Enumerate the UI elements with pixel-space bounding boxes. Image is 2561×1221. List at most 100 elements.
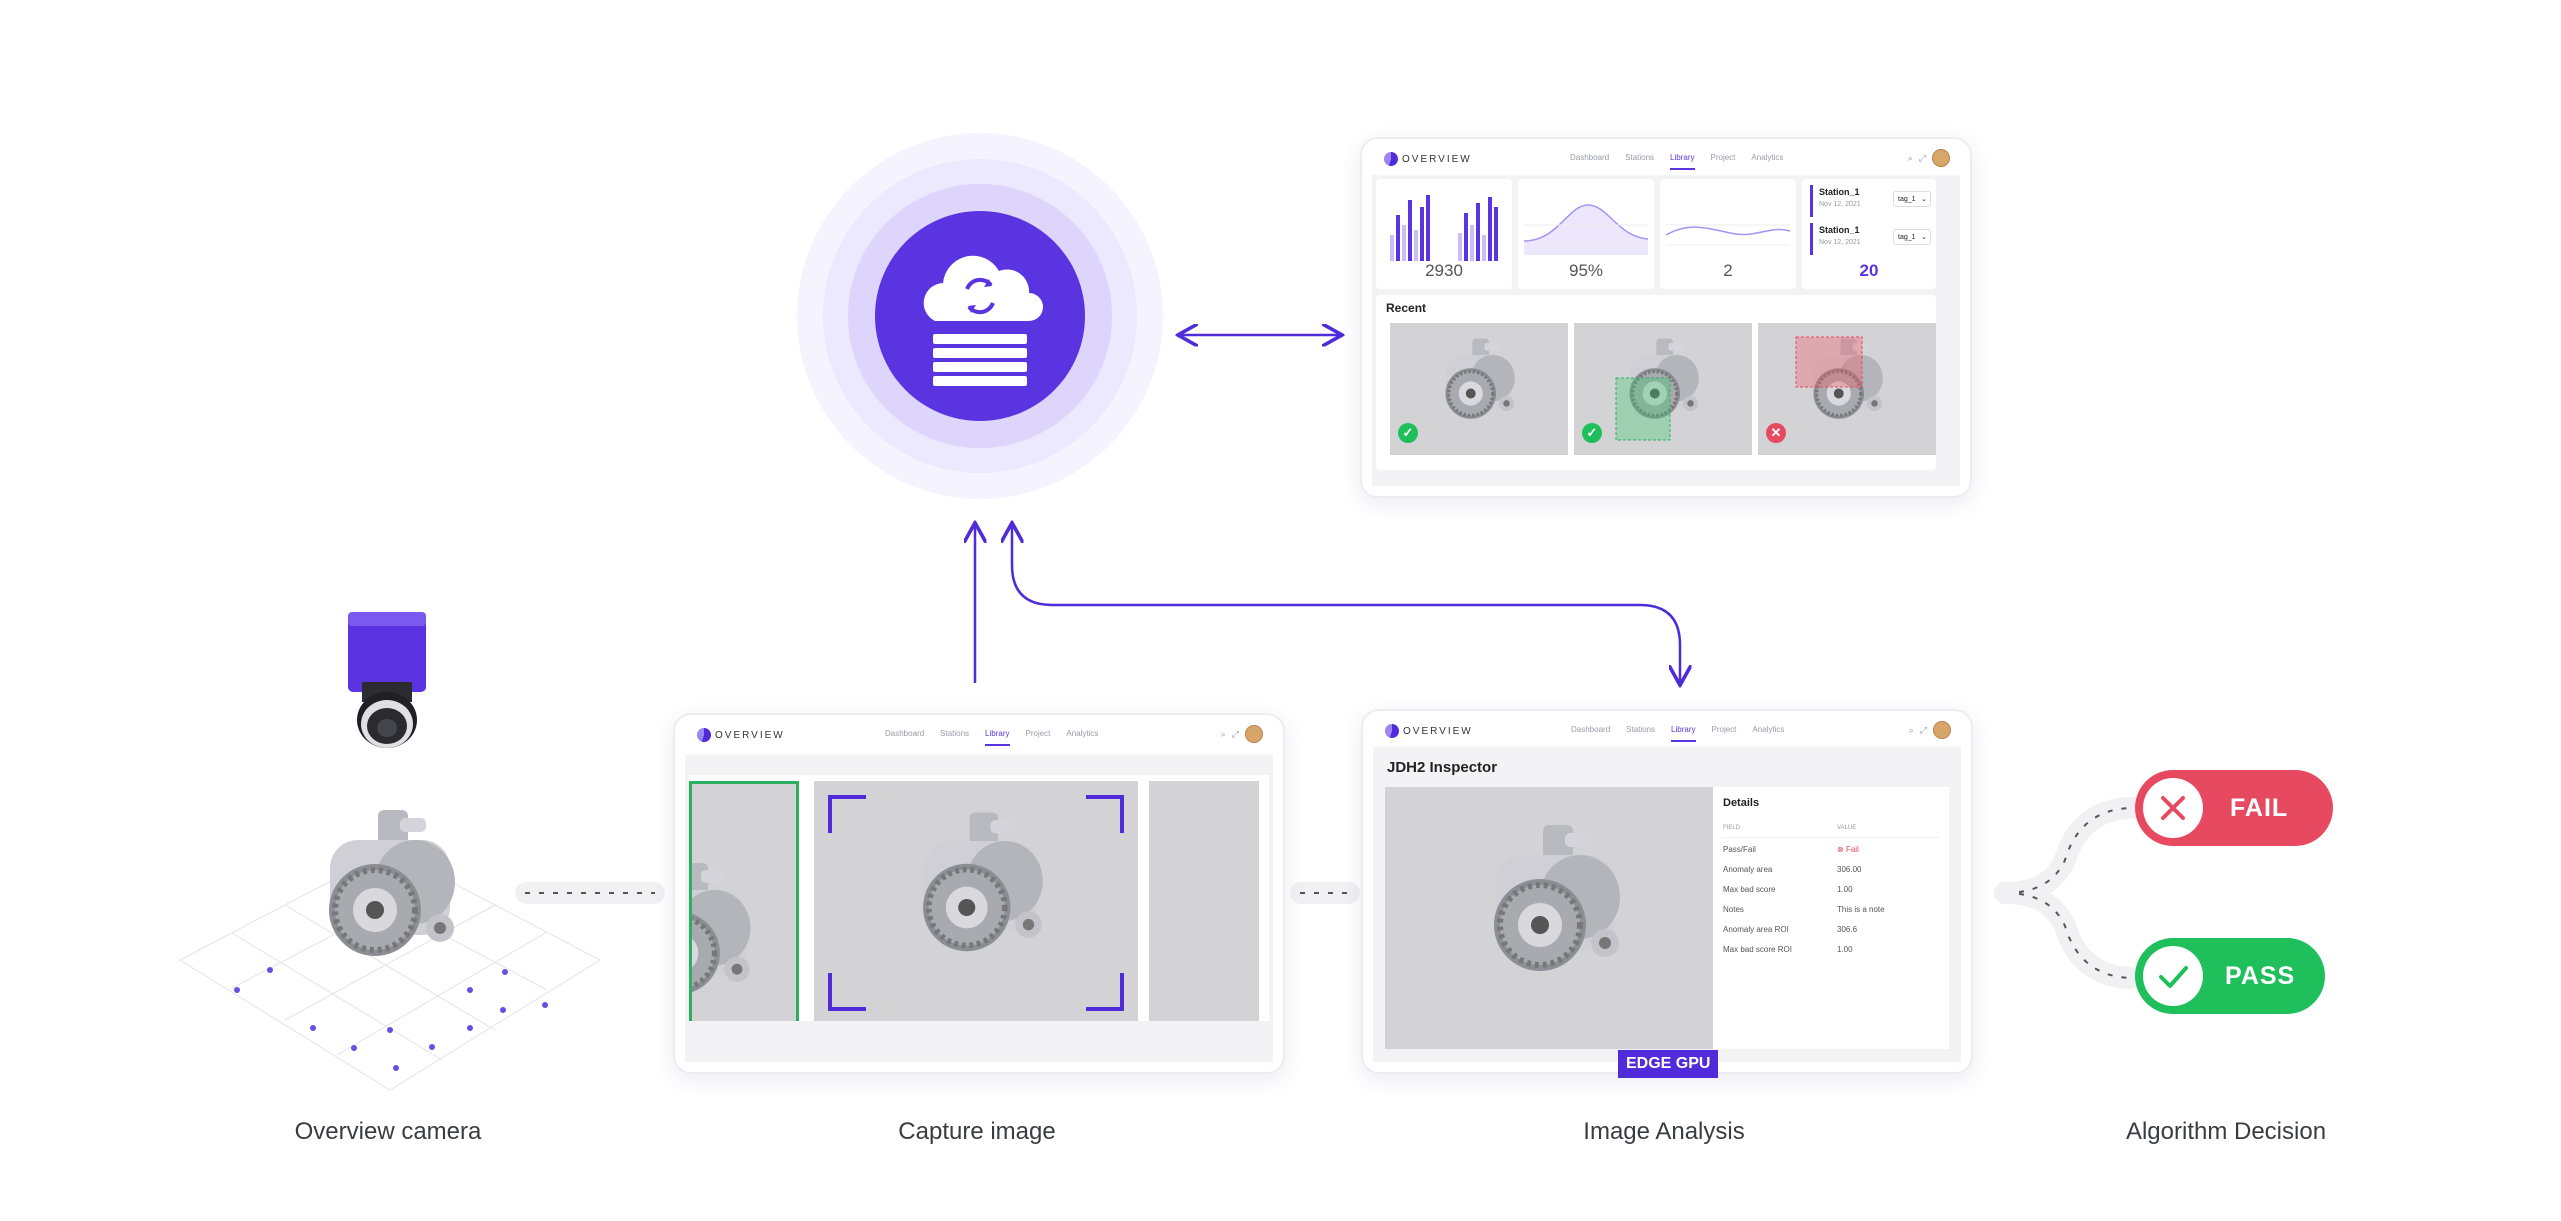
logo-icon (697, 728, 711, 742)
tag-select[interactable]: tag_1 ⌄ (1893, 229, 1931, 245)
search-icon[interactable]: ⌕ (1907, 152, 1913, 163)
recent-title: Recent (1386, 301, 1427, 315)
logo-icon (1384, 152, 1398, 166)
analysis-card: OVERVIEW Dashboard Stations Library Proj… (1361, 709, 1973, 1074)
nav-analytics[interactable]: Analytics (1752, 725, 1785, 734)
pump-image (1149, 781, 1259, 1021)
nav-analytics[interactable]: Analytics (1751, 153, 1784, 162)
stat-tile-bars: 2930 (1376, 179, 1512, 289)
stat-tile-area: 95% (1518, 179, 1654, 289)
avatar[interactable] (1245, 725, 1263, 743)
logo-text: OVERVIEW (1403, 726, 1473, 737)
caption-capture-image: Capture image (898, 1118, 1056, 1145)
line-sparkline (1665, 224, 1791, 246)
detail-field: Max bad score ROI (1723, 945, 1792, 954)
part-image (290, 800, 490, 980)
expand-icon[interactable]: ⤢ (1918, 152, 1926, 163)
capture-card: OVERVIEW Dashboard Stations Library Proj… (673, 713, 1285, 1074)
frame-next[interactable] (1149, 781, 1259, 1021)
nav-project[interactable]: Project (1710, 153, 1736, 162)
frame-previous[interactable] (689, 781, 799, 1021)
stat-value: 2 (1723, 261, 1733, 280)
cloud-sync-icon (923, 255, 1043, 321)
station-name: Station_1 (1819, 187, 1860, 197)
tag-value: tag_1 (1898, 234, 1916, 241)
capture-body (685, 755, 1273, 1062)
fail-label: FAIL (2230, 794, 2289, 822)
station-entry[interactable]: Station_1 Nov 12, 2021 tag_1 ⌄ (1810, 185, 1933, 217)
stat-tile-line: 2 (1660, 179, 1796, 289)
fail-pill: FAIL (2135, 770, 2333, 846)
detail-field: Anomaly area (1723, 865, 1773, 874)
hub-analysis-arrow (1012, 525, 1680, 683)
recent-thumb[interactable]: ✓ (1390, 323, 1568, 455)
logo-icon (1385, 724, 1399, 738)
nav-dashboard[interactable]: Dashboard (1570, 153, 1610, 162)
stat-value: 20 (1859, 261, 1879, 280)
tag-select[interactable]: tag_1 ⌄ (1893, 191, 1931, 207)
col-value-header: VALUE (1837, 825, 1857, 831)
recent-panel: Recent ✓ ✓ ✕ (1376, 295, 1936, 470)
logo-text: OVERVIEW (715, 730, 785, 741)
details-panel: Details FIELD VALUE Pass/Fail ⊗ Fail Ano… (1713, 787, 1949, 1049)
bar-sparkline (1390, 195, 1498, 261)
nav-dashboard[interactable]: Dashboard (885, 729, 925, 738)
stat-tile-stations: Station_1 Nov 12, 2021 tag_1 ⌄ Station_1… (1802, 179, 1936, 289)
station-name: Station_1 (1819, 225, 1860, 235)
check-icon (2143, 946, 2203, 1006)
nav-project[interactable]: Project (1025, 729, 1051, 738)
analysis-body: JDH2 Inspector Details FIELD VALUE Pass/… (1373, 747, 1961, 1062)
chevron-down-icon: ⌄ (1921, 196, 1927, 203)
floor-dots (234, 967, 548, 1071)
expand-icon[interactable]: ⤢ (1231, 728, 1239, 739)
expand-icon[interactable]: ⤢ (1919, 724, 1927, 735)
recent-thumb[interactable]: ✕ (1758, 323, 1936, 455)
check-icon: ✓ (1582, 423, 1602, 443)
nav-library[interactable]: Library (1671, 725, 1696, 742)
chevron-down-icon: ⌄ (1921, 234, 1927, 241)
inspector-title: JDH2 Inspector (1387, 759, 1498, 776)
nav-analytics[interactable]: Analytics (1066, 729, 1099, 738)
station-entry[interactable]: Station_1 Nov 12, 2021 tag_1 ⌄ (1810, 223, 1933, 255)
detail-value: 306.6 (1837, 925, 1858, 934)
pump-image (828, 795, 1124, 1011)
pump-image (1795, 336, 1885, 421)
app-nav: Dashboard Stations Library Project Analy… (1571, 725, 1785, 742)
nav-dashboard[interactable]: Dashboard (1571, 725, 1611, 734)
frame-current[interactable] (814, 781, 1138, 1021)
nav-library[interactable]: Library (1670, 153, 1695, 170)
stat-value: 95% (1568, 261, 1604, 280)
dashboard-card: OVERVIEW Dashboard Stations Library Proj… (1360, 137, 1972, 498)
check-icon: ✓ (1398, 423, 1418, 443)
nav-stations[interactable]: Stations (1626, 725, 1656, 734)
analysis-image[interactable] (1385, 787, 1713, 1049)
avatar[interactable] (1933, 721, 1951, 739)
nav-stations[interactable]: Stations (1625, 153, 1655, 162)
detail-field: Notes (1723, 905, 1744, 914)
detail-value: ⊗ Fail (1837, 845, 1859, 854)
detail-value: 1.00 (1837, 945, 1853, 954)
detail-value-text: Fail (1845, 845, 1859, 854)
nav-library[interactable]: Library (985, 729, 1010, 746)
header-icons: ⌕ ⤢ (1909, 721, 1951, 739)
edge-gpu-label: EDGE GPU (1618, 1050, 1719, 1078)
station-date: Nov 12, 2021 (1819, 201, 1861, 208)
app-header: OVERVIEW Dashboard Stations Library Proj… (1362, 139, 1970, 175)
nav-stations[interactable]: Stations (940, 729, 970, 738)
detail-field: Max bad score (1723, 885, 1776, 894)
nav-project[interactable]: Project (1711, 725, 1737, 734)
area-sparkline (1523, 204, 1649, 255)
search-icon[interactable]: ⌕ (1220, 728, 1226, 739)
station-date: Nov 12, 2021 (1819, 239, 1861, 246)
app-nav: Dashboard Stations Library Project Analy… (1570, 153, 1784, 170)
header-icons: ⌕ ⤢ (1221, 725, 1263, 743)
avatar[interactable] (1932, 149, 1950, 167)
search-icon[interactable]: ⌕ (1908, 724, 1914, 735)
recent-thumb[interactable]: ✓ (1574, 323, 1752, 455)
camera-icon (348, 612, 426, 748)
caption-image-analysis: Image Analysis (1583, 1118, 1745, 1145)
cross-icon (2143, 778, 2203, 838)
pump-image (1615, 336, 1701, 441)
caption-overview-camera: Overview camera (294, 1118, 482, 1145)
dashboard-body: 2930 95% 2 Station_1 Nov 12, 2021 tag_1 (1372, 175, 1960, 486)
